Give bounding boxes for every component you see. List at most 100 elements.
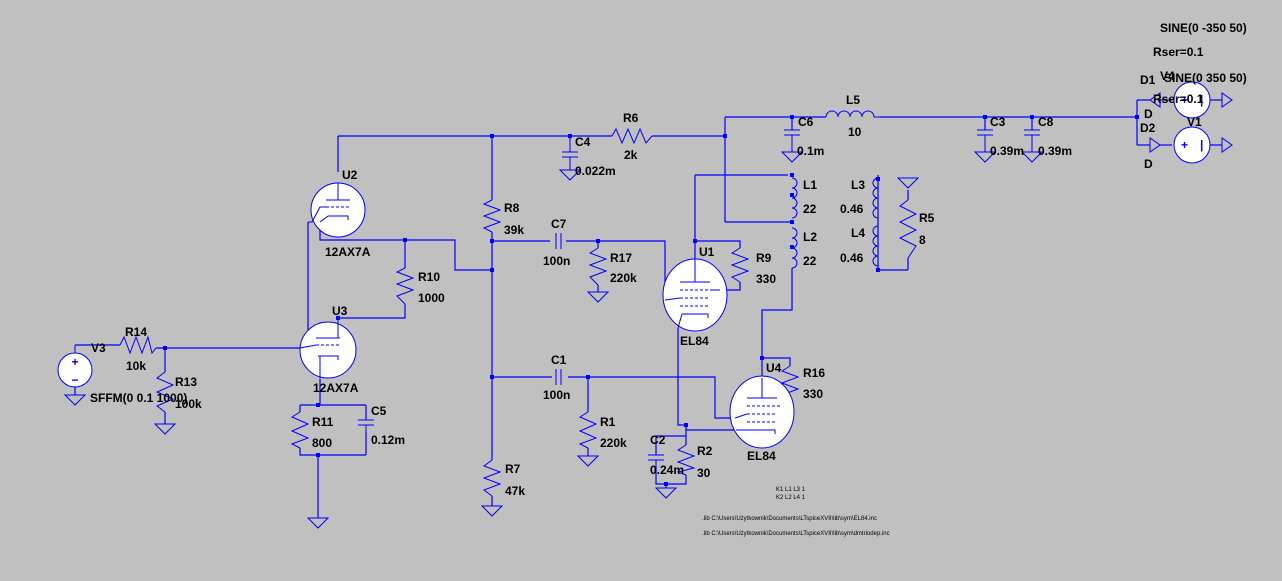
resistor-r13[interactable]	[155, 371, 175, 413]
label-r8-value: 39k	[504, 223, 524, 237]
label-r2: R2	[697, 444, 713, 458]
tube-u4[interactable]	[729, 375, 795, 449]
junction-dots	[163, 115, 1139, 486]
resistor-r8[interactable]	[482, 199, 502, 233]
resistor-r14[interactable]	[119, 335, 157, 355]
capacitor-c5[interactable]	[358, 419, 374, 432]
resistor-r7[interactable]	[482, 459, 502, 497]
label-r2-value: 30	[697, 466, 711, 480]
label-r10-value: 1000	[418, 291, 445, 305]
label-r14-value: 10k	[126, 359, 146, 373]
tube-u2[interactable]	[308, 182, 366, 238]
label-c8-value: 0.39m	[1038, 144, 1072, 158]
label-c6: C6	[798, 115, 814, 129]
label-l3: L3	[851, 178, 865, 192]
label-c8: C8	[1038, 115, 1054, 129]
label-c1-value: 100n	[543, 388, 570, 402]
label-l5-value: 10	[848, 125, 862, 139]
voltage-source-v4[interactable]: + |	[1173, 81, 1211, 119]
label-c3: C3	[990, 115, 1006, 129]
label-l4: L4	[851, 226, 865, 240]
label-sine-v1: SINE(0 350 50)	[1164, 71, 1247, 85]
label-rser-v1: Rser=0.1	[1153, 92, 1204, 106]
inductor-l4[interactable]	[872, 225, 879, 267]
label-r9: R9	[756, 251, 772, 265]
inductor-l1[interactable]	[791, 177, 798, 219]
directive-k2: K2 L2 L4 1	[776, 495, 806, 501]
directive-lib1: .lib C:\Users\Użytkownik\Documents\LTspi…	[702, 516, 877, 522]
label-r6: R6	[623, 111, 639, 125]
label-r1: R1	[600, 415, 616, 429]
resistor-r6[interactable]	[611, 127, 653, 145]
label-v4: V4	[1160, 69, 1175, 83]
capacitor-c4[interactable]	[562, 140, 578, 170]
label-r7-value: 47k	[505, 484, 525, 498]
label-c7-value: 100n	[543, 254, 570, 268]
resistor-r1[interactable]	[578, 411, 598, 449]
label-u2: U2	[342, 168, 358, 182]
label-l1-value: 22	[803, 202, 817, 216]
label-r13: R13	[175, 375, 197, 389]
label-r14: R14	[125, 325, 147, 339]
label-c2: C2	[650, 433, 666, 447]
label-c5: C5	[371, 404, 387, 418]
ground-symbols	[63, 92, 1233, 529]
label-u4-model: EL84	[747, 449, 776, 463]
inductor-l2[interactable]	[791, 227, 798, 269]
capacitor-c8[interactable]	[1024, 129, 1040, 152]
resistor-r9[interactable]	[730, 247, 750, 283]
tube-u3[interactable]	[299, 318, 357, 380]
label-c7: C7	[551, 217, 567, 231]
label-u3: U3	[332, 304, 348, 318]
svg-text:+: +	[1181, 138, 1188, 152]
resistor-r11[interactable]	[290, 411, 310, 449]
label-d2-model: D	[1144, 157, 1153, 171]
label-r7: R7	[505, 462, 521, 476]
label-r8: R8	[504, 201, 520, 215]
diode-d1[interactable]	[1149, 92, 1161, 108]
inductor-l5[interactable]	[825, 110, 880, 118]
label-c3-value: 0.39m	[990, 144, 1024, 158]
tube-u1[interactable]	[662, 258, 728, 332]
voltage-source-v1[interactable]: + |	[1173, 126, 1211, 164]
capacitor-c7[interactable]	[555, 233, 562, 249]
label-r17: R17	[610, 251, 632, 265]
inductor-l3[interactable]	[872, 177, 879, 219]
svg-text:−: −	[71, 373, 78, 387]
svg-text:+: +	[71, 355, 78, 369]
resistor-r10[interactable]	[395, 267, 415, 305]
label-c4: C4	[575, 135, 591, 149]
label-r9-value: 330	[756, 272, 776, 286]
label-l2-value: 22	[803, 254, 817, 268]
label-d2: D2	[1140, 121, 1156, 135]
resistor-r17[interactable]	[588, 247, 608, 286]
label-v1: V1	[1187, 115, 1202, 129]
label-r17-value: 220k	[610, 271, 637, 285]
label-l1: L1	[803, 178, 817, 192]
capacitor-c3[interactable]	[977, 129, 993, 152]
label-l2: L2	[803, 230, 817, 244]
label-u1: U1	[699, 245, 715, 259]
label-r16-value: 330	[803, 387, 823, 401]
capacitor-c6[interactable]	[784, 129, 800, 152]
label-r5-value: 8	[919, 233, 926, 247]
label-c1: C1	[551, 353, 567, 367]
resistor-r2[interactable]	[676, 444, 696, 476]
capacitor-c2[interactable]	[648, 454, 664, 467]
label-v3: V3	[91, 341, 106, 355]
svg-text:+: +	[1181, 93, 1188, 107]
svg-text:|: |	[1200, 93, 1203, 107]
label-r5: R5	[919, 211, 935, 225]
capacitor-c1[interactable]	[555, 369, 562, 385]
directive-k1: K1 L1 L3 1	[776, 487, 806, 493]
label-l3-value: 0.46	[840, 202, 864, 216]
diode-d2[interactable]	[1149, 137, 1161, 153]
voltage-source-v3[interactable]: + −	[57, 345, 93, 388]
label-r10: R10	[418, 270, 440, 284]
label-rser-v4: Rser=0.1	[1153, 45, 1204, 59]
resistor-r5[interactable]	[898, 199, 918, 259]
label-r13-value: 100k	[175, 397, 202, 411]
label-u1-model: EL84	[680, 334, 709, 348]
svg-text:|: |	[1200, 138, 1203, 152]
